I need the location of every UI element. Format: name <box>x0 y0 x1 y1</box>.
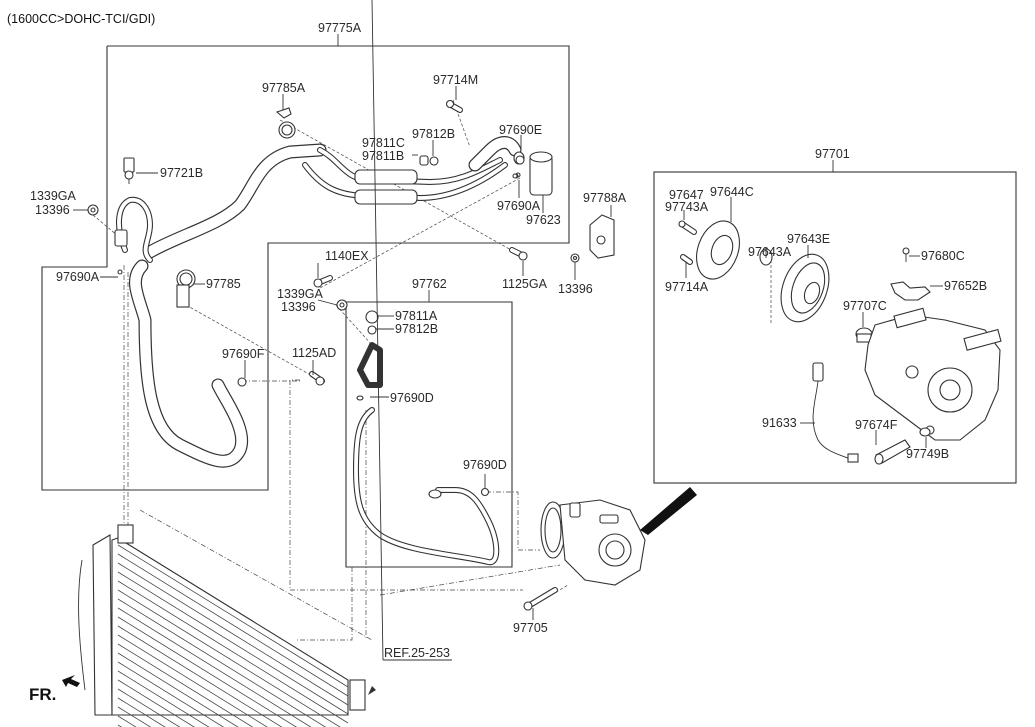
callout-97721B[interactable]: 97721B <box>160 166 203 180</box>
callout-97811B[interactable]: 97811B <box>362 149 404 163</box>
callout-1125AD[interactable]: 1125AD <box>292 346 336 360</box>
condenser-fin <box>117 625 283 727</box>
discharge-hose-drawing <box>353 310 500 566</box>
callout-97690D-upper[interactable]: 97690D <box>390 391 434 405</box>
callout-97644C[interactable]: 97644C <box>710 185 754 199</box>
condenser-fin <box>117 571 349 715</box>
callout-97714M[interactable]: 97714M <box>433 73 478 87</box>
condenser-fin <box>117 634 268 727</box>
callout-97690D-lower[interactable]: 97690D <box>463 458 507 472</box>
callout-97785[interactable]: 97785 <box>206 277 241 291</box>
callout-97788A[interactable]: 97788A <box>583 191 627 205</box>
callout-97749B[interactable]: 97749B <box>906 447 949 461</box>
condenser-fin <box>117 715 137 727</box>
suction-hose-drawing <box>114 136 522 468</box>
condenser-fin <box>117 697 166 727</box>
callout-97701[interactable]: 97701 <box>815 147 850 161</box>
callout-91633[interactable]: 91633 <box>762 416 797 430</box>
condenser-fin <box>117 562 349 706</box>
reference-pointer <box>368 0 452 695</box>
front-arrow-icon <box>62 675 80 687</box>
condenser-fin <box>117 544 349 688</box>
callout-1339GA-left[interactable]: 1339GA <box>30 189 77 203</box>
condenser-fin <box>117 643 254 727</box>
module-97788a-drawing <box>589 214 615 259</box>
callout-labels: 97785A 97714M 97721B 97811C 97811B 97812… <box>30 73 987 635</box>
front-label: FR. <box>29 685 56 704</box>
condenser-fin <box>117 670 210 727</box>
callout-97680C[interactable]: 97680C <box>921 249 965 263</box>
engine-spec-title: (1600CC>DOHC-TCI/GDI) <box>7 12 155 26</box>
callout-97785A[interactable]: 97785A <box>262 81 306 95</box>
callout-97812B[interactable]: 97812B <box>412 127 455 141</box>
callout-97714A[interactable]: 97714A <box>665 280 709 294</box>
callout-13396-right[interactable]: 13396 <box>558 282 593 296</box>
callout-97690E[interactable]: 97690E <box>499 123 542 137</box>
condenser-fin <box>117 607 312 727</box>
callout-13396-left[interactable]: 13396 <box>35 203 70 217</box>
compressor-group-box: 97701 <box>653 147 1017 484</box>
clamp-97785a-drawing <box>275 107 296 139</box>
callout-97811A[interactable]: 97811A <box>395 309 438 323</box>
callout-97811C[interactable]: 97811C <box>362 136 405 150</box>
discharge-hose-group-box: 97762 <box>345 277 513 568</box>
callout-13396-mid[interactable]: 13396 <box>281 300 316 314</box>
condenser-fin <box>117 652 239 727</box>
expansion-valve-drawing <box>513 151 553 196</box>
upper-hose-group-box: 97775A <box>41 21 570 491</box>
bolt-97705-drawing <box>523 587 558 611</box>
callout-97643E[interactable]: 97643E <box>787 232 830 246</box>
callout-97707C[interactable]: 97707C <box>843 299 887 313</box>
callout-97623[interactable]: 97623 <box>526 213 561 227</box>
condenser-fin <box>117 580 349 724</box>
callout-97743A[interactable]: 97743A <box>665 200 709 214</box>
callout-97643A[interactable]: 97643A <box>748 245 792 259</box>
callout-97762[interactable]: 97762 <box>412 277 447 291</box>
callout-97775A[interactable]: 97775A <box>318 21 362 35</box>
condenser-fin <box>117 616 297 727</box>
callout-leaders <box>73 86 943 620</box>
callout-97647[interactable]: 97647 <box>669 188 704 202</box>
condenser-fin <box>117 679 195 727</box>
callout-97690A-left[interactable]: 97690A <box>56 270 100 284</box>
pressure-sensor-drawing <box>123 157 135 184</box>
callout-97690F[interactable]: 97690F <box>222 347 265 361</box>
callout-97812B-mid[interactable]: 97812B <box>395 322 438 336</box>
condenser-fin <box>117 688 181 727</box>
callout-97674F[interactable]: 97674F <box>855 418 898 432</box>
callout-1140EX[interactable]: 1140EX <box>325 249 369 263</box>
callout-1339GA-mid[interactable]: 1339GA <box>277 287 324 301</box>
compressor-main-drawing <box>540 487 697 586</box>
callout-97690A-upper[interactable]: 97690A <box>497 199 541 213</box>
compressor-exploded-drawing <box>678 220 1002 465</box>
callout-97705[interactable]: 97705 <box>513 621 548 635</box>
callout-1125GA[interactable]: 1125GA <box>502 277 548 291</box>
reference-link[interactable]: REF.25-253 <box>384 646 450 660</box>
condenser-drawing <box>78 524 366 727</box>
front-direction-marker: FR. <box>29 675 80 704</box>
callout-97652B[interactable]: 97652B <box>944 279 987 293</box>
clamp-97785-drawing <box>176 269 196 308</box>
condenser-fin <box>117 598 327 727</box>
condenser-fin <box>117 553 349 697</box>
condenser-fin <box>117 661 225 727</box>
condenser-fin <box>117 589 341 727</box>
o-rings-drawing <box>117 173 518 497</box>
